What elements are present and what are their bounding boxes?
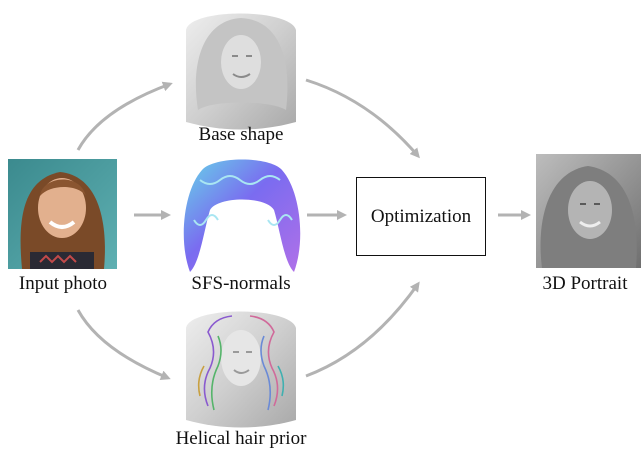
input-photo-label: Input photo	[18, 273, 108, 294]
portrait-label: 3D Portrait	[542, 273, 628, 294]
optimization-box: Optimization	[356, 177, 486, 256]
arrow-hair-to-opt	[305, 281, 420, 378]
arrow-photo-to-base	[76, 81, 173, 151]
sfs-normals-image	[183, 159, 301, 272]
sfs-normals-label: SFS-normals	[191, 273, 291, 294]
base-shape-image	[186, 13, 296, 130]
optimization-label: Optimization	[370, 205, 472, 227]
input-photo-image	[8, 159, 117, 269]
portrait-3d-image	[536, 154, 641, 268]
arrow-photo-to-hair	[76, 309, 171, 380]
arrow-base-to-opt	[305, 78, 420, 159]
hair-prior-image	[186, 311, 296, 428]
hair-prior-label: Helical hair prior	[175, 428, 307, 449]
base-shape-label: Base shape	[198, 124, 284, 145]
arrows	[76, 78, 531, 380]
